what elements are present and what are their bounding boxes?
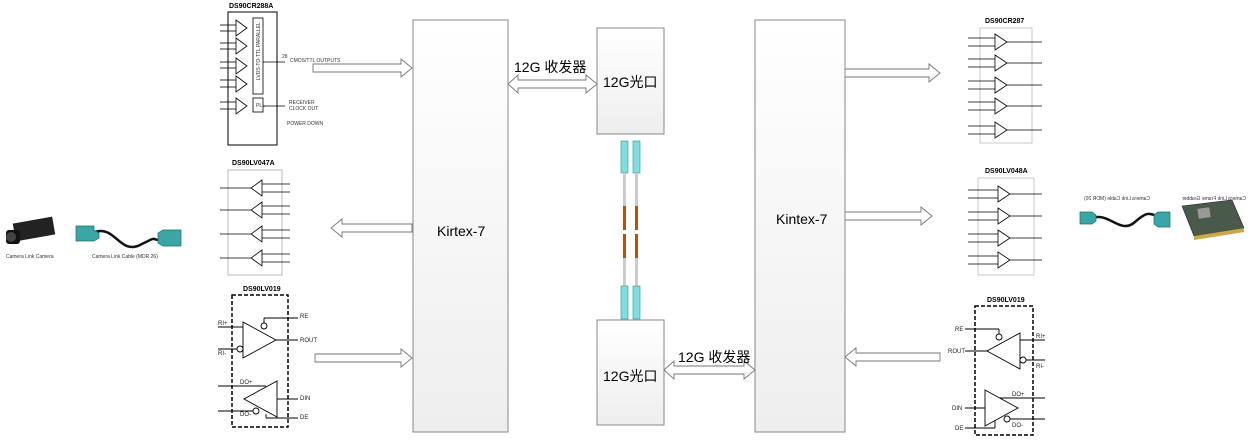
bus-label: LVDS-TO-TTL PARALLEL: [256, 22, 262, 80]
fpga-left-label: Kirtex-7: [437, 223, 485, 239]
pin-label: ROUT: [300, 338, 317, 344]
driver-triangles: [220, 179, 290, 267]
pin-label: RI-: [1036, 364, 1044, 370]
pin-label: DE: [300, 415, 308, 421]
chip-name: DS90CR288A: [229, 3, 273, 10]
cable-icon: [75, 225, 182, 249]
pin-label: RI+: [1036, 334, 1046, 340]
arrow-left: [330, 218, 413, 238]
cable-label: Camera Link Cable (MDR 26): [1084, 196, 1150, 202]
pin-label: RE: [955, 327, 963, 333]
power-down-label: POWER DOWN: [287, 121, 323, 127]
pin-label: ROUT: [948, 349, 965, 355]
camera-icon: [6, 216, 56, 244]
arrow-right: [312, 58, 413, 78]
outputs-label: CMOS/TTL OUTPUTS: [290, 58, 341, 64]
pin-label: RI+: [218, 321, 228, 327]
pin-label: DE: [955, 426, 963, 432]
frame-grabber-icon: [1181, 199, 1245, 240]
arrow-right: [844, 206, 933, 226]
pin-label: DIN: [300, 396, 310, 402]
arrow-right: [314, 348, 413, 368]
grabber-label: Camera Link Frame Grabber: [1182, 196, 1246, 202]
pin-label: DO-: [1012, 423, 1023, 429]
double-arrow: [507, 73, 598, 95]
receiver-triangles: [220, 17, 285, 115]
arrow-right: [844, 63, 941, 83]
chip-ds90lv048a: [968, 177, 1042, 276]
arrows: [312, 58, 941, 381]
chip-ds90cr287: [968, 27, 1042, 144]
chip-name: DS90LV019: [987, 297, 1025, 304]
pin-label: RE: [300, 314, 308, 320]
clock-label-2: CLOCK OUT: [289, 106, 318, 112]
fpga-right-box: [754, 19, 846, 433]
pll-label: PLL: [256, 103, 265, 109]
transceiver-label-top: 12G 收发器: [514, 59, 586, 75]
chip-name: DS90LV019: [243, 286, 281, 293]
chip-ds90cr288a: [227, 11, 278, 146]
optical-port-top: [596, 27, 665, 135]
pin-label: DO-: [240, 412, 251, 418]
chip-name: DS90CR287: [985, 18, 1024, 25]
optical-port-bottom: [596, 319, 665, 426]
cable-icon: [1079, 211, 1171, 228]
fpga-right-label: Kintex-7: [776, 211, 828, 227]
pin-label: DIN: [952, 406, 962, 412]
pin-label: RI-: [218, 351, 226, 357]
chip-name: DS90LV047A: [232, 160, 275, 167]
optical-port-top-label: 12G光口: [603, 74, 657, 90]
clock-label-1: RECEIVER: [289, 100, 315, 106]
arrow-left: [844, 347, 941, 367]
transceiver-symbol: [218, 317, 298, 419]
chip-ds90lv019: [231, 294, 289, 428]
bus-width: 28: [282, 54, 288, 60]
transceiver-label-bottom: 12G 收发器: [678, 349, 750, 365]
optical-port-bottom-label: 12G光口: [603, 368, 657, 384]
camera-label: Camera Link Camera: [6, 254, 54, 260]
cable-label: Camera Link Cable (MDR 26): [92, 254, 158, 260]
pin-label: DO+: [1012, 392, 1025, 398]
transceiver-symbol: [965, 328, 1045, 429]
fiber-cable-icon: [620, 140, 641, 320]
pin-label: DO+: [240, 380, 253, 386]
fpga-left-box: [412, 19, 509, 433]
chip-name: DS90LV048A: [985, 168, 1028, 175]
